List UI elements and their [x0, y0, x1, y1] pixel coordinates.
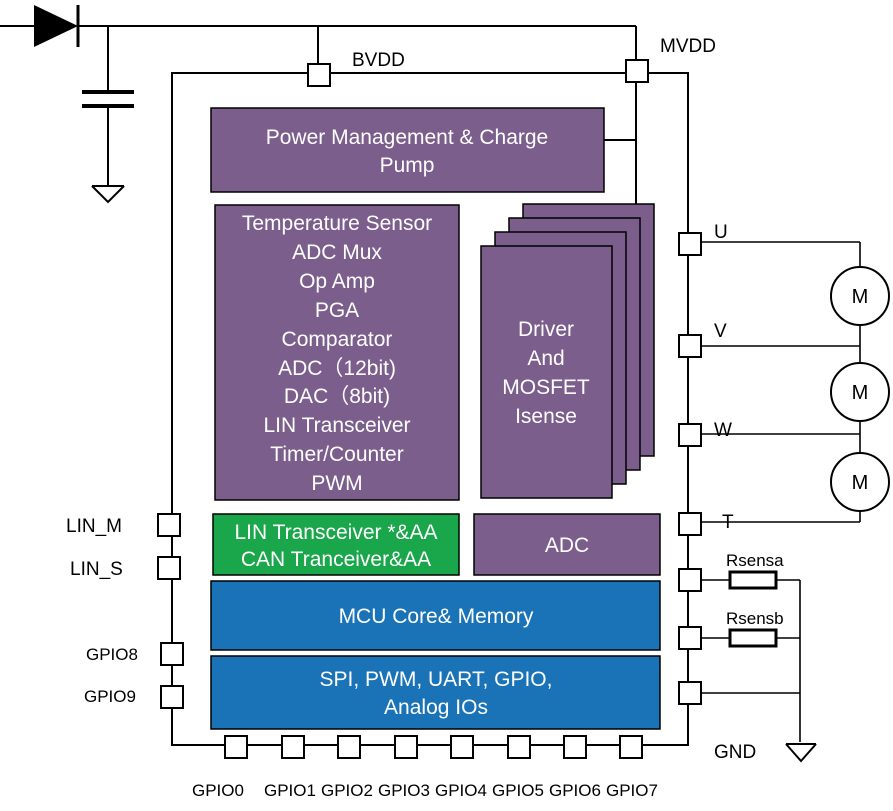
ground-icon [91, 185, 125, 204]
gpio6-label: GPIO6 [549, 781, 601, 800]
u-label: U [714, 222, 728, 243]
pin-lin-m [157, 513, 181, 537]
diode-icon [34, 5, 78, 47]
pin-gpio6 [563, 735, 587, 759]
gpio2-label: GPIO2 [321, 781, 373, 800]
motor-3-label: M [852, 472, 869, 494]
power-management-block: Power Management & Charge Pump [210, 107, 605, 193]
analog-item-lin-transceiver: LIN Transceiver [263, 414, 410, 437]
motor-2-label: M [852, 382, 869, 404]
motor-1: M [830, 266, 890, 326]
pin-gpio8 [160, 642, 184, 666]
rsensb-resistor-icon [728, 628, 778, 648]
pin-gpio7 [619, 735, 643, 759]
mcu-label: MCU Core& Memory [339, 605, 534, 628]
pin-gpio1 [281, 735, 305, 759]
pin-gpio4 [450, 735, 474, 759]
pin-rsensa [678, 568, 702, 592]
analog-item-dac: DAC（8bit) [284, 385, 390, 408]
gpio8-label: GPIO8 [86, 645, 138, 664]
analog-item-pwm: PWM [311, 472, 362, 495]
t-label: T [722, 512, 734, 533]
adc-block: ADC [473, 513, 661, 576]
power-line-1: Power Management & Charge [266, 126, 549, 149]
gpio5-label: GPIO5 [492, 781, 544, 800]
pin-lin-s [157, 556, 181, 580]
power-line-2: Pump [380, 154, 435, 177]
pin-gpio9 [160, 685, 184, 709]
gnd-ground-icon [785, 743, 817, 763]
analog-item-adc-mux: ADC Mux [292, 241, 382, 264]
analog-item-pga: PGA [315, 299, 359, 322]
gpio1-label: GPIO1 [264, 781, 316, 800]
analog-peripherals-block: Temperature Sensor ADC Mux Op Amp PGA Co… [214, 204, 460, 501]
motor-3: M [830, 452, 890, 512]
lin-can-line-1: LIN Transceiver *&AA [234, 521, 437, 544]
pin-u [678, 232, 702, 256]
supply-input [0, 5, 636, 204]
lin-s-label: LIN_S [70, 559, 123, 580]
motor-2: M [830, 362, 890, 422]
analog-item-comparator: Comparator [282, 328, 393, 351]
gpio7-label: GPIO7 [606, 781, 658, 800]
chip-outline [171, 72, 689, 746]
driver-mosfet-stack: Driver And MOSFET Isense [480, 203, 655, 499]
gpio0-label: GPIO0 [192, 781, 244, 800]
v-label: V [714, 321, 727, 342]
pin-gnd-sense [678, 681, 702, 705]
pin-w [678, 423, 702, 447]
pin-rsensb [678, 626, 702, 650]
pin-v [678, 334, 702, 358]
rsensa-label: Rsensa [726, 551, 784, 570]
sense-resistor-wiring [700, 579, 801, 742]
adc-label: ADC [545, 534, 589, 557]
driver-line-1: Driver [518, 318, 574, 341]
bvdd-label: BVDD [352, 50, 405, 71]
analog-item-adc: ADC（12bit) [278, 357, 396, 380]
pin-gpio0 [224, 735, 248, 759]
pins [157, 59, 702, 759]
driver-line-3: MOSFET [502, 376, 590, 399]
peripherals-block: SPI, PWM, UART, GPIO, Analog IOs [210, 655, 661, 730]
periph-line-1: SPI, PWM, UART, GPIO, [320, 668, 553, 691]
pin-bvdd [307, 63, 331, 87]
pin-gpio3 [394, 735, 418, 759]
motor-1-label: M [852, 286, 869, 308]
gpio3-label: GPIO3 [378, 781, 430, 800]
mvdd-label: MVDD [660, 36, 716, 57]
pin-gpio5 [507, 735, 531, 759]
analog-item-timer-counter: Timer/Counter [270, 443, 403, 466]
pin-t [678, 512, 702, 536]
capacitor-icon [82, 90, 134, 108]
pin-mvdd [625, 59, 649, 83]
driver-line-4: Isense [515, 405, 577, 428]
gpio4-label: GPIO4 [435, 781, 487, 800]
rsensa-resistor-icon [728, 570, 778, 590]
mcu-core-block: MCU Core& Memory [210, 580, 661, 651]
lin-can-line-2: CAN Tranceiver&AA [241, 548, 431, 571]
driver-line-2: And [527, 347, 564, 370]
motor-wiring [700, 241, 861, 523]
periph-line-2: Analog IOs [384, 696, 488, 719]
analog-item-op-amp: Op Amp [299, 270, 375, 293]
rsensb-label: Rsensb [726, 609, 784, 628]
w-label: W [714, 420, 732, 441]
pin-gpio2 [337, 735, 361, 759]
lin-can-transceiver-block: LIN Transceiver *&AA CAN Tranceiver&AA [212, 513, 460, 576]
gpio9-label: GPIO9 [84, 687, 136, 706]
lin-m-label: LIN_M [66, 516, 122, 537]
analog-item-temperature-sensor: Temperature Sensor [242, 212, 432, 235]
gnd-label: GND [714, 742, 756, 763]
